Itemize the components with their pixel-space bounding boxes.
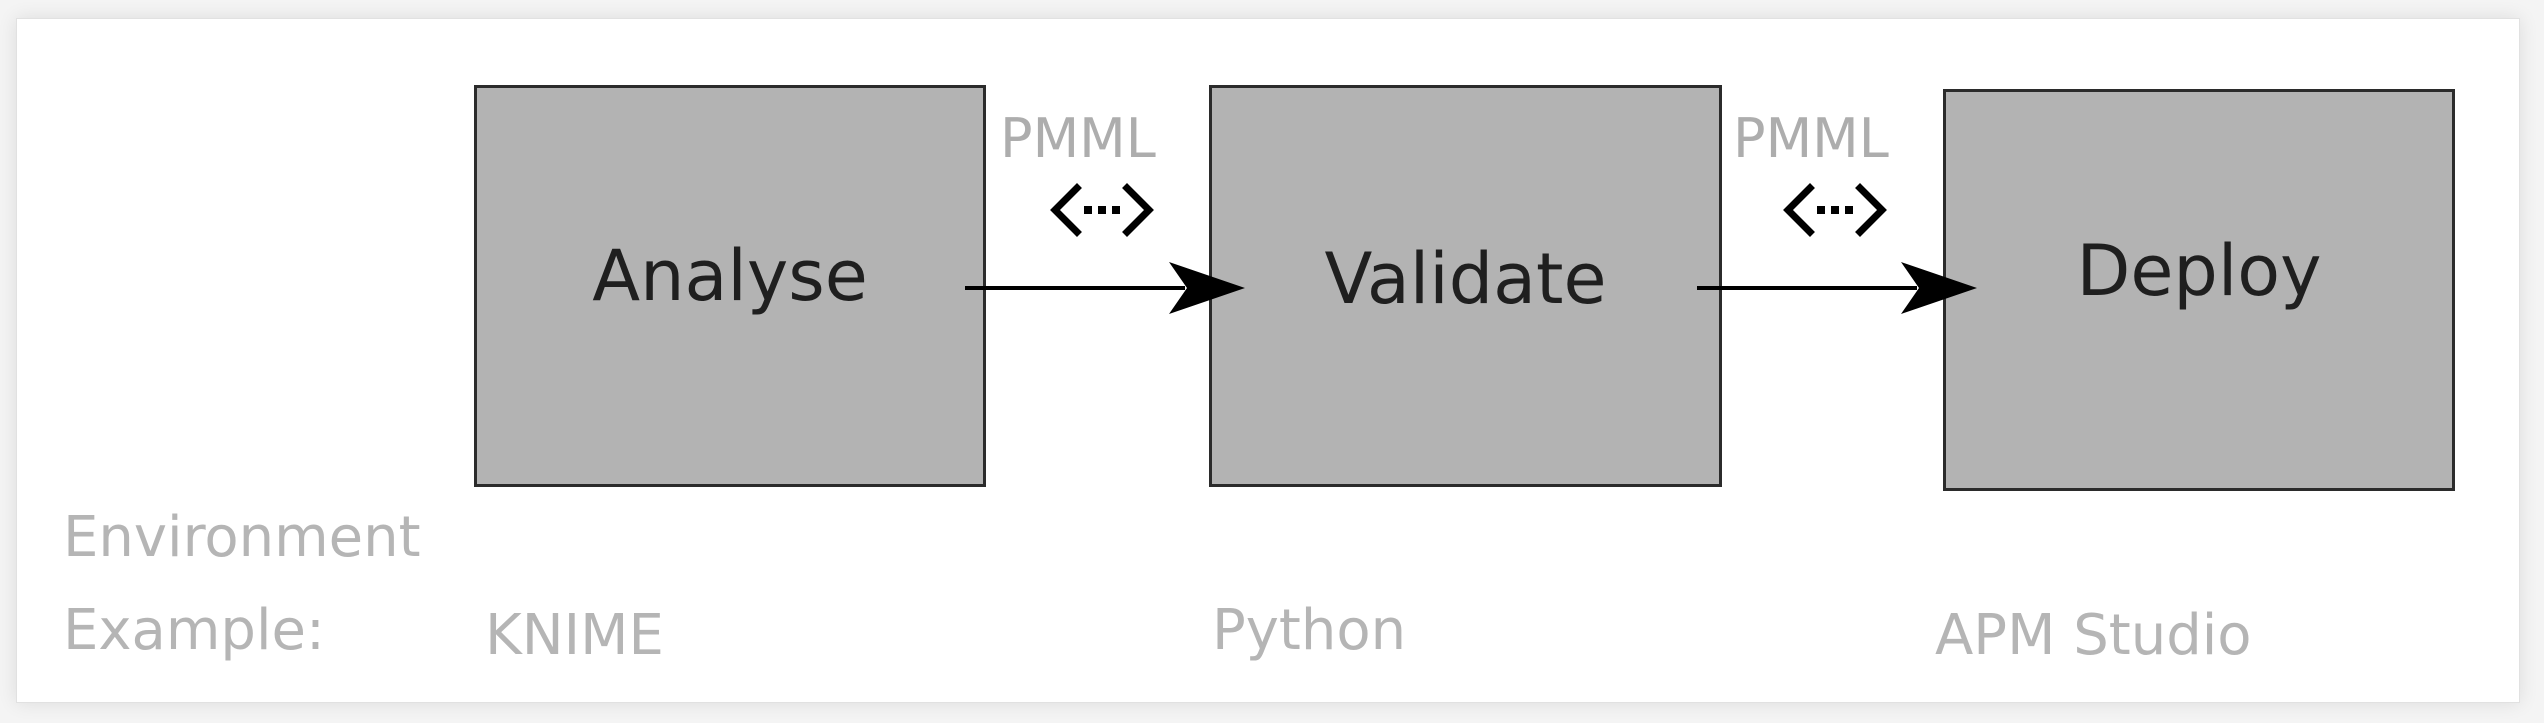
stage-label-validate: Validate	[1324, 238, 1607, 320]
flow-arrow-validate-to-deploy	[1697, 262, 1977, 314]
stage-label-deploy: Deploy	[2076, 230, 2322, 312]
tool-label-python: Python	[1212, 598, 1407, 663]
environment-label: Environment	[63, 505, 421, 570]
flow-arrow-analyse-to-validate	[965, 262, 1245, 314]
code-exchange-icon	[1783, 183, 1887, 237]
example-label: Example:	[63, 598, 325, 663]
tool-label-apm-studio: APM Studio	[1935, 603, 2252, 668]
connector-label-pmml-1: PMML	[1000, 107, 1156, 170]
tool-label-knime: KNIME	[485, 603, 664, 668]
code-exchange-icon	[1050, 183, 1154, 237]
stage-box-validate: Validate	[1209, 85, 1722, 487]
stage-box-deploy: Deploy	[1943, 89, 2455, 491]
stage-box-analyse: Analyse	[474, 85, 986, 487]
connector-label-pmml-2: PMML	[1733, 107, 1889, 170]
stage-label-analyse: Analyse	[592, 235, 868, 317]
